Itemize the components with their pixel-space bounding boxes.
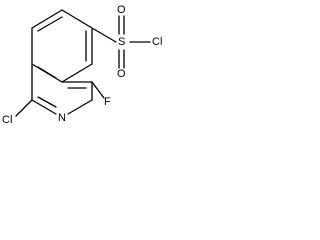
chemical-structure-diagram: S O O Cl Cl F N <box>2 4 162 126</box>
bond-n2-c3 <box>67 99 93 115</box>
fluorine-label: F <box>104 96 111 108</box>
chlorine-sulfonyl-label: Cl <box>152 36 162 48</box>
bond-c5-c4a <box>61 63 93 83</box>
sulfur-label: S <box>118 36 125 48</box>
bond-c7-c6 <box>61 9 93 29</box>
bond-c8-c7-inner <box>37 16 63 32</box>
bond-c1-n2-inner <box>37 96 57 108</box>
bond-c1-n2 <box>31 99 57 115</box>
nitrogen-label: N <box>58 112 66 124</box>
bond-c8-c7 <box>31 9 63 29</box>
bond-c4a-c8a-inner <box>37 66 57 79</box>
bond-c5-s <box>91 27 117 43</box>
structure-canvas: S O O Cl Cl F N <box>0 0 224 160</box>
oxygen-top-label: O <box>117 4 126 16</box>
chlorine-ring-label: Cl <box>2 114 12 126</box>
bond-c4-f <box>91 81 105 99</box>
oxygen-bottom-label: O <box>117 68 126 80</box>
bond-c1-cl <box>15 99 33 117</box>
